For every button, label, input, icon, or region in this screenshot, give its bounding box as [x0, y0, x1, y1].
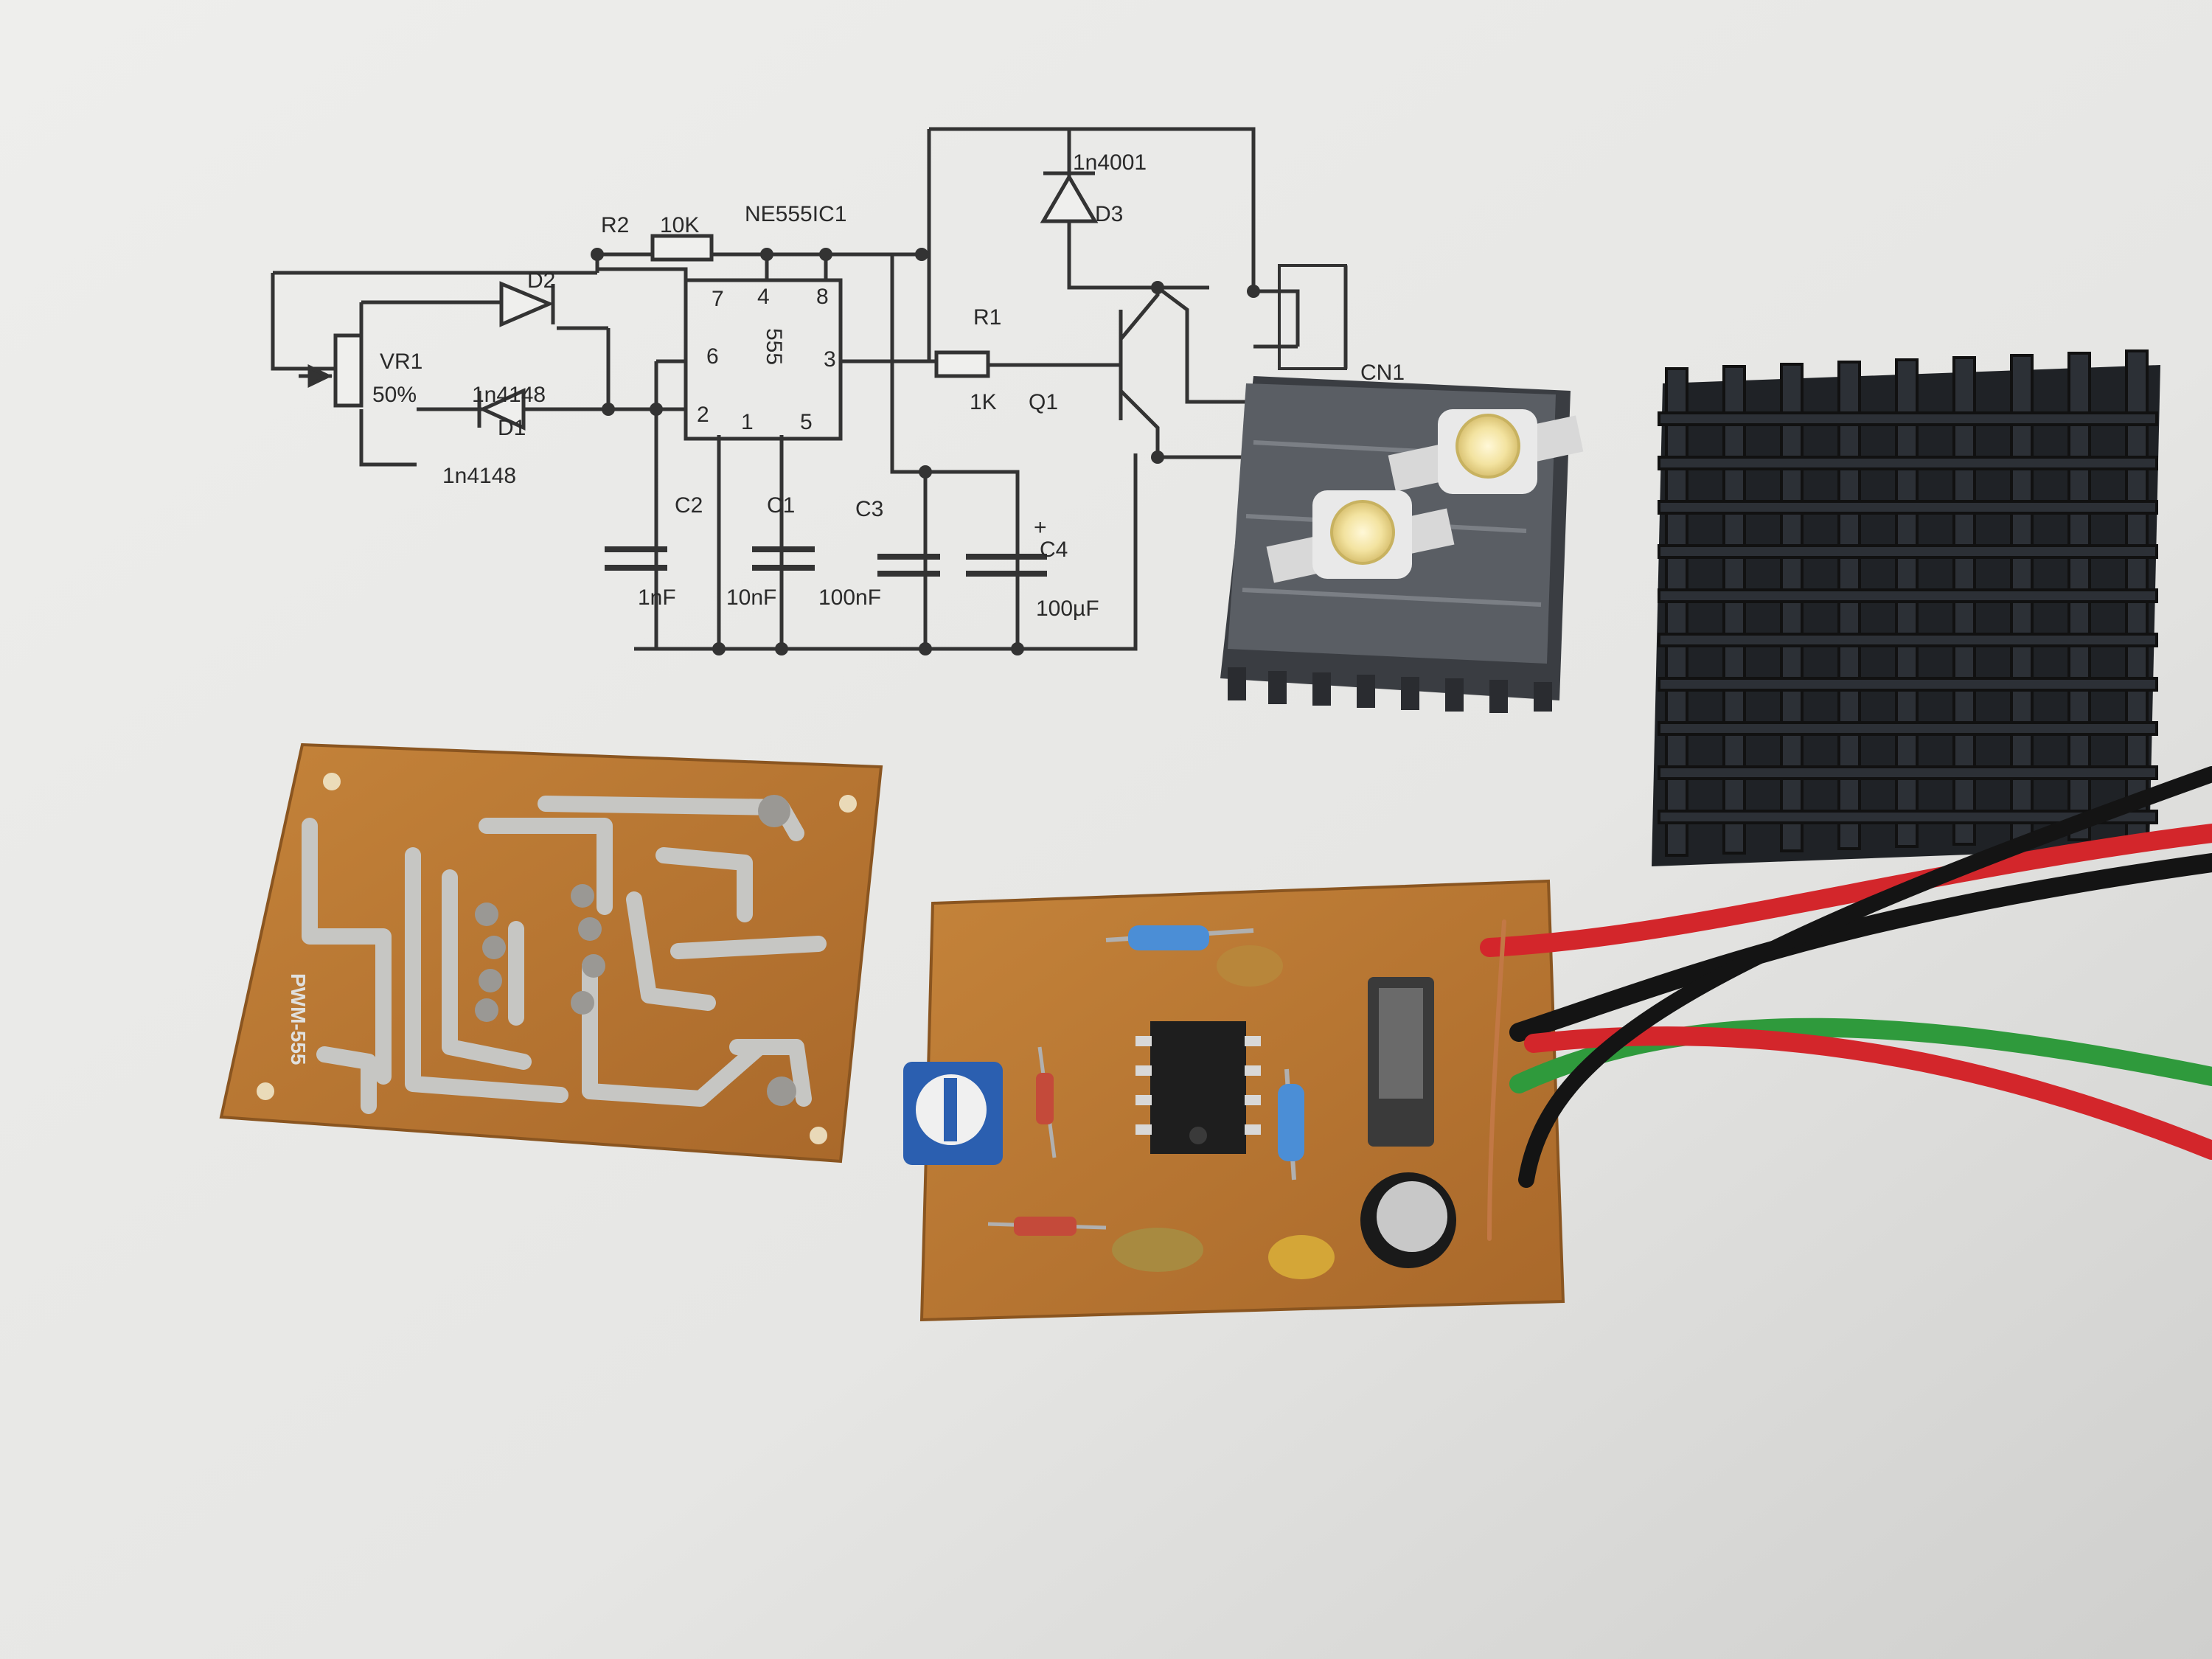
led-2 [1266, 490, 1455, 583]
label-d3: D3 [1095, 202, 1123, 226]
label-c4-value: 100µF [1036, 597, 1099, 621]
large-heatsink [1652, 349, 2160, 866]
heatsink-fin [1665, 367, 1688, 857]
label-r2-value: 10K [660, 213, 699, 237]
label-c2-value: 1nF [638, 585, 676, 610]
label-r2: R2 [601, 213, 629, 237]
label-ic-body: 555 [762, 328, 786, 365]
label-d2: D2 [527, 268, 555, 293]
heatsink-ridge [1658, 456, 2158, 470]
heatsink-ridge [1658, 721, 2158, 736]
led-1 [1388, 409, 1584, 494]
schematic-labels: NE555IC1 R2 10K D2 VR1 50% 1n4148 D1 1n4… [372, 150, 1405, 621]
power-transistor [1368, 977, 1434, 1147]
heatsink-ridge [1658, 500, 2158, 515]
label-c1: C1 [767, 493, 795, 518]
heatsink-ridge [1658, 810, 2158, 824]
diode-d3-symbol [1040, 173, 1099, 223]
label-c4-polarity: + [1034, 515, 1047, 540]
capacitor-symbols [605, 546, 1047, 577]
label-pin-7: 7 [712, 287, 724, 311]
label-r1: R1 [973, 305, 1001, 330]
ic-555-symbol [684, 278, 843, 441]
schematic-components [299, 171, 1260, 655]
label-vr1-value: 50% [372, 383, 417, 407]
heatsink-ridge [1658, 633, 2158, 647]
resistor-r1-symbol [934, 350, 990, 378]
resistor-r2-symbol [650, 234, 714, 262]
label-d2-value: 1n4148 [472, 383, 546, 407]
pcb-label: PWM-555 [287, 973, 310, 1065]
label-pin-3: 3 [824, 347, 836, 372]
diode-d1-symbol [478, 388, 526, 431]
label-cn1: CN1 [1360, 361, 1405, 385]
heatsink-ridge [1658, 765, 2158, 780]
led-heatsink-module [1220, 376, 1584, 713]
diodes [987, 1046, 1107, 1236]
label-r1-value: 1K [970, 390, 997, 414]
heatsink-ridge [1658, 588, 2158, 603]
resistors [1105, 925, 1304, 1180]
ic-555-chip [1135, 1021, 1261, 1154]
label-q1: Q1 [1029, 390, 1058, 414]
electrolytic-capacitor [1360, 1172, 1456, 1268]
label-pin-6: 6 [706, 344, 719, 369]
label-c3: C3 [855, 497, 883, 521]
label-c3-value: 100nF [818, 585, 881, 610]
heatsink-ridge [1658, 544, 2158, 559]
label-pin-2: 2 [697, 403, 709, 427]
label-c1-value: 10nF [726, 585, 776, 610]
label-c2: C2 [675, 493, 703, 518]
label-pin-5: 5 [800, 410, 813, 434]
potentiometer-vr1-symbol [333, 333, 364, 408]
diode-d2-symbol [499, 281, 554, 327]
heatsink-ridge [1658, 411, 2158, 426]
label-pin-4: 4 [757, 285, 770, 309]
label-vr1: VR1 [380, 349, 422, 374]
bare-pcb: PWM-555 [219, 742, 883, 1164]
label-d1-value: 1n4148 [442, 464, 516, 488]
solder-pads [475, 795, 796, 1106]
label-c4: C4 [1040, 538, 1068, 562]
trimmer-potentiometer [903, 1062, 1003, 1165]
heatsink-ridge [1658, 677, 2158, 692]
label-pin-8: 8 [816, 285, 829, 309]
wires [1480, 766, 2212, 1241]
label-ic: NE555IC1 [745, 202, 846, 226]
assembled-pcb [903, 766, 2212, 1322]
label-pin-1: 1 [741, 410, 754, 434]
label-d3-value: 1n4001 [1073, 150, 1147, 175]
label-d1: D1 [498, 416, 526, 440]
